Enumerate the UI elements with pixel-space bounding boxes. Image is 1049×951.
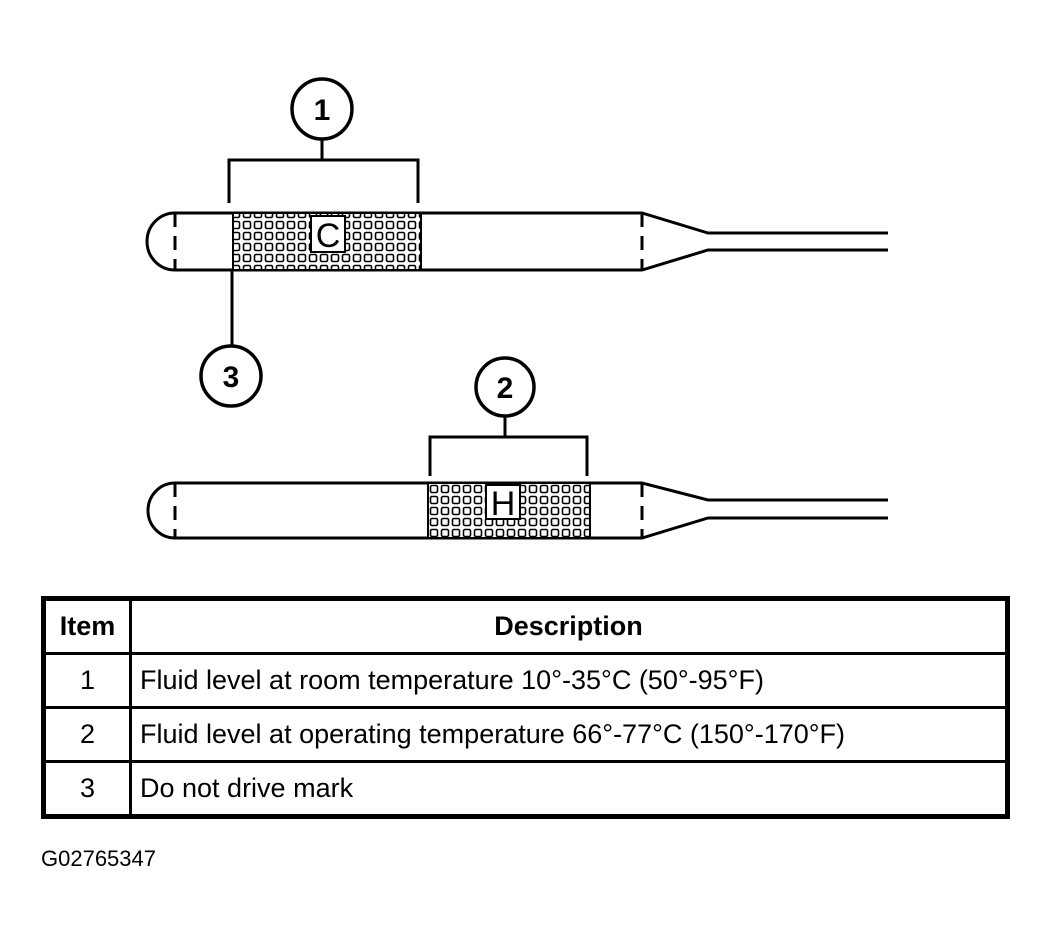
row-description: Fluid level at operating temperature 66°… [129,706,1009,763]
row-description: Do not drive mark [129,760,1009,818]
table-row: 3 Do not drive mark [42,760,1009,818]
item-column-header: Item [42,597,132,655]
table-header-row: Item Description [42,597,1009,655]
callout-1: 1 [227,77,420,203]
row-description: Fluid level at room temperature 10°-35°C… [129,652,1009,709]
row-item-number: 2 [42,706,132,763]
cold-mark-letter: C [316,217,341,255]
callout-3-label: 3 [223,361,240,394]
callout-1-label: 1 [314,94,331,127]
dipstick-cold-tip [145,211,176,272]
figure-code: G02765347 [41,846,156,871]
dipstick-hot: H [146,481,888,540]
row-item-number: 1 [42,652,132,709]
dipstick-diagram: C 1 3 H 2 [145,77,888,540]
hot-mark-letter: H [491,485,516,523]
callout-2-label: 2 [497,372,514,405]
table-row: 1 Fluid level at room temperature 10°-35… [42,652,1009,709]
dipstick-cold: C [145,211,888,272]
table-row: 2 Fluid level at operating temperature 6… [42,706,1009,763]
callout-3: 3 [199,270,263,408]
dipstick-hot-body [175,481,888,540]
callout-2: 2 [428,356,589,476]
description-column-header: Description [129,597,1009,655]
dipstick-hot-tip [146,481,176,540]
legend-table: Item Description 1 Fluid level at room t… [41,596,1010,819]
row-item-number: 3 [42,760,132,818]
